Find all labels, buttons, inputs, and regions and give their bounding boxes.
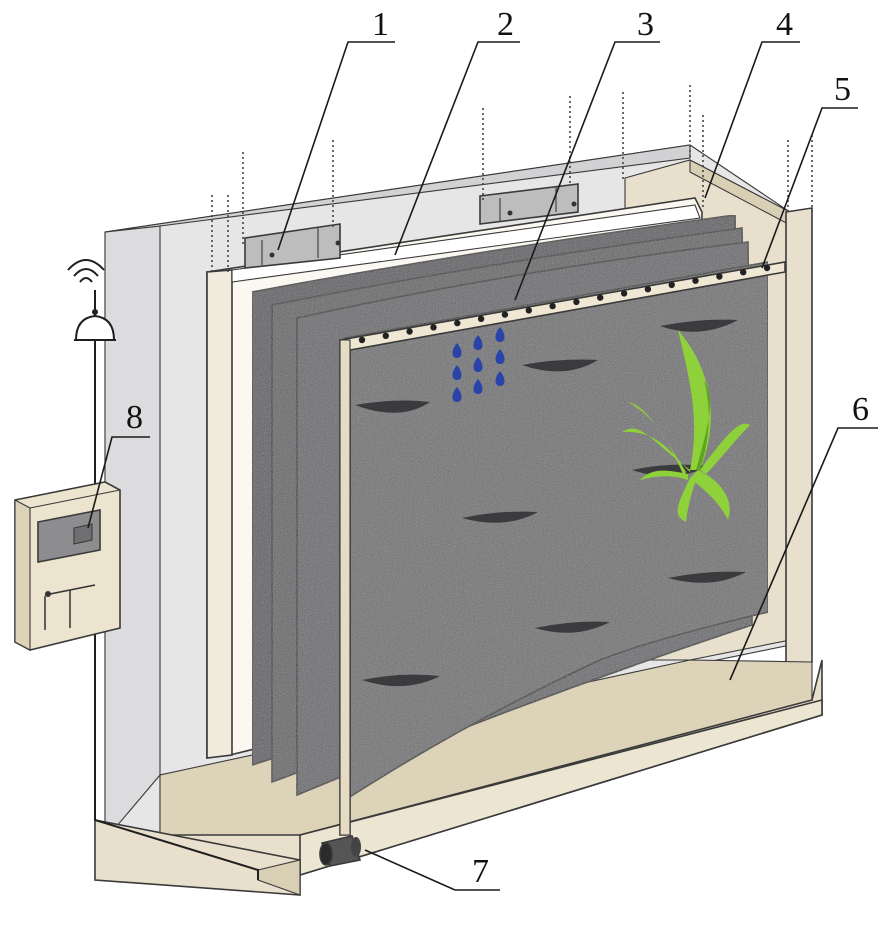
mounting-bracket (244, 183, 579, 269)
drip-hole (620, 290, 628, 297)
callout-1: 1 (372, 6, 389, 43)
callout-numbers: 1 2 3 4 5 6 7 8 (126, 6, 869, 890)
callout-8: 8 (126, 399, 143, 436)
callout-5: 5 (834, 71, 851, 108)
drip-hole (477, 315, 485, 322)
callout-4: 4 (776, 6, 793, 43)
callout-6: 6 (852, 391, 869, 428)
drip-hole (525, 307, 532, 314)
alarm-bell-icon (74, 309, 116, 341)
drip-hole (763, 264, 771, 272)
drip-hole (454, 319, 461, 327)
water-drop (473, 357, 483, 372)
controller-box (14, 481, 121, 651)
water-drop (473, 335, 483, 350)
drip-hole (668, 281, 675, 289)
felt-layers (251, 214, 769, 802)
water-drop (495, 349, 505, 364)
drip-hole (430, 324, 437, 331)
planting-pockets (355, 319, 746, 687)
drip-hole (692, 277, 699, 284)
drip-hole (358, 336, 366, 344)
mounting-guide-lines (211, 85, 813, 275)
wireless-signal-icon (67, 259, 105, 283)
side-panel (785, 207, 813, 670)
callout-leaders (87, 41, 878, 891)
irrigation-pipe (339, 261, 786, 836)
water-drop (452, 365, 462, 380)
drip-hole (382, 332, 389, 339)
drip-hole (597, 294, 604, 301)
water-drop-icon (452, 327, 505, 402)
water-drop (452, 387, 462, 402)
callout-2: 2 (497, 6, 514, 43)
water-drop (495, 371, 505, 386)
water-drop (473, 379, 483, 394)
drip-hole (501, 311, 509, 318)
drip-hole (716, 273, 723, 280)
water-drop (452, 343, 462, 358)
water-drop (495, 327, 505, 342)
drip-holes (358, 264, 771, 344)
callout-3: 3 (637, 6, 654, 43)
drip-hole (644, 286, 652, 293)
drip-hole (740, 269, 747, 276)
callout-7: 7 (472, 853, 489, 890)
water-tray (94, 659, 823, 896)
drip-hole (406, 328, 413, 335)
drip-hole (549, 302, 556, 310)
drip-hole (573, 298, 580, 306)
plant-icon (622, 330, 750, 522)
water-pump-icon (319, 835, 362, 867)
